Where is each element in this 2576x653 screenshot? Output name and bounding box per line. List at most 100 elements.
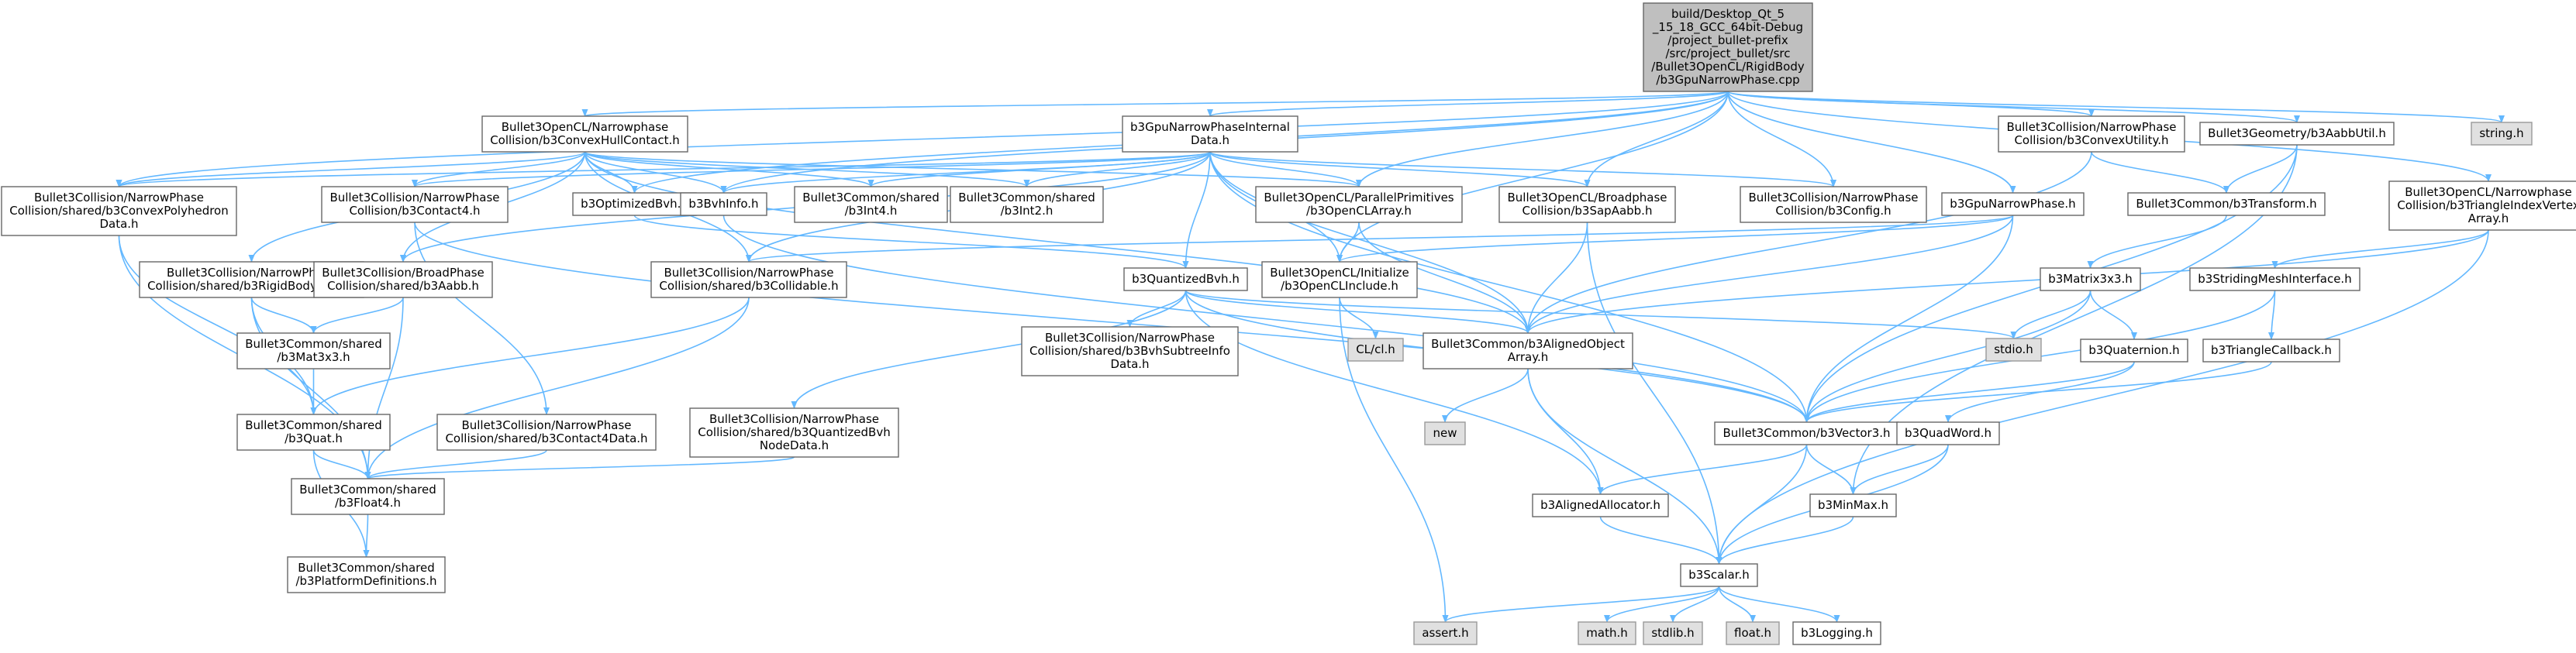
edge-root-to-openclinclude [1336,91,1729,263]
node-label-line: Bullet3Common/shared [802,191,940,204]
header-node-alignedalloc[interactable]: b3AlignedAllocator.h [1532,493,1669,517]
edge-float4-to-platformdefs [363,514,370,558]
node-label-line: Collision/b3Config.h [1775,204,1891,218]
node-label-line: Bullet3Collision/BroadPhase [322,266,484,280]
node-label-line: /b3Mat3x3.h [277,350,350,364]
node-label-line: Bullet3Collision/NarrowPhase [1045,331,1215,345]
header-node-mat3x3[interactable]: Bullet3Common/shared/b3Mat3x3.h [236,332,391,369]
node-label-line: b3GpuNarrowPhase.h [1950,197,2075,211]
node-label-line: /b3Float4.h [335,496,401,510]
header-node-subtree[interactable]: Bullet3Collision/NarrowPhaseCollision/sh… [1021,326,1239,376]
edge-internaldata-to-vector3 [1209,151,1810,423]
header-node-transform[interactable]: Bullet3Common/b3Transform.h [2127,192,2326,216]
node-label-line: Bullet3Collision/NarrowPhase [1748,191,1918,204]
header-node-quat[interactable]: Bullet3Common/shared/b3Quat.h [236,414,391,451]
header-node-quantbvhnode[interactable]: Bullet3Collision/NarrowPhaseCollision/sh… [689,407,899,458]
header-node-aabbutil[interactable]: Bullet3Geometry/b3AabbUtil.h [2199,122,2395,146]
header-node-convexutility[interactable]: Bullet3Collision/NarrowPhaseCollision/b3… [1998,115,2185,153]
node-label-line: b3StridingMeshInterface.h [2198,272,2351,286]
header-node-logging[interactable]: b3Logging.h [1792,621,1881,645]
edge-convexhull-to-openclarray [584,151,1362,187]
edge-minmax-to-scalar [1716,516,1854,565]
edge-quantbvh-to-alignedalloc [1185,290,1604,495]
header-node-stridingmesh[interactable]: b3StridingMeshInterface.h [2189,267,2360,291]
node-label-line: Bullet3Collision/NarrowPhase [34,191,204,204]
node-label-line: NodeData.h [760,438,829,452]
root-file-node: build/Desktop_Qt_5_15_18_GCC_64bit-Debug… [1643,2,1813,92]
node-label-line: b3Quaternion.h [2088,343,2179,357]
edge-vector3-to-scalar [1716,444,1808,565]
edge-convexhull-to-int4 [584,151,874,187]
header-node-gpunarrow[interactable]: b3GpuNarrowPhase.h [1941,192,2085,216]
header-node-openclarray[interactable]: Bullet3OpenCL/ParallelPrimitives/b3OpenC… [1255,186,1463,223]
node-box [1714,421,1899,445]
header-node-minmax[interactable]: b3MinMax.h [1809,493,1897,517]
header-node-scalar[interactable]: b3Scalar.h [1680,563,1758,587]
node-label-line: _15_18_GCC_64bit-Debug [1652,20,1803,35]
edge-gpunarrow-to-vector3 [1803,215,2014,423]
node-box [572,192,697,216]
node-box [481,115,688,153]
node-label-line: Bullet3Common/shared [245,418,382,432]
edge-internaldata-to-int4 [867,151,1211,187]
node-label-line: Bullet3Common/shared [299,483,436,497]
node-label-line: b3Matrix3x3.h [2048,272,2133,286]
header-node-contact4data[interactable]: Bullet3Collision/NarrowPhaseCollision/sh… [436,414,657,451]
system-header-node-asserth: assert.h [1413,621,1478,645]
header-node-config[interactable]: Bullet3Collision/NarrowPhaseCollision/b3… [1740,186,1927,223]
header-node-int2[interactable]: Bullet3Common/shared/b3Int2.h [950,186,1104,223]
header-node-convexhull[interactable]: Bullet3OpenCL/NarrowphaseCollision/b3Con… [481,115,688,153]
edge-quadword-to-minmax [1850,444,1949,495]
node-label-line: Collision/shared/b3Aabb.h [327,279,479,293]
edge-openclarray-to-alignedobject [1358,222,1531,334]
node-box [2127,192,2326,216]
header-node-quadword[interactable]: b3QuadWord.h [1896,421,2000,445]
node-label-line: Bullet3Collision/NarrowPhase [2006,120,2176,134]
edge-root-to-internaldata [1207,91,1729,117]
edge-root-to-convexpoly [116,91,1729,187]
header-node-bvhinfo[interactable]: b3BvhInfo.h [680,192,767,216]
node-label-line: /b3Int4.h [845,204,898,218]
edge-matrix3x3-to-stdio [2010,290,2091,339]
header-node-convexpoly[interactable]: Bullet3Collision/NarrowPhaseCollision/sh… [1,186,237,236]
node-label-line: assert.h [1422,626,1468,640]
edge-quantbvh-to-subtree [1126,290,1187,328]
header-node-sapaabb[interactable]: Bullet3OpenCL/BroadphaseCollision/b3SapA… [1498,186,1676,223]
node-box [1985,338,2042,362]
header-node-contact4[interactable]: Bullet3Collision/NarrowPhaseCollision/b3… [321,186,509,223]
header-node-collidable[interactable]: Bullet3Collision/NarrowPhaseCollision/sh… [650,261,847,298]
edge-stridingmesh-to-trianglecb [2268,290,2276,340]
node-label-line: string.h [2479,126,2523,140]
header-node-openclinclude[interactable]: Bullet3OpenCL/Initialize/b3OpenCLInclude… [1261,261,1418,298]
header-node-float4[interactable]: Bullet3Common/shared/b3Float4.h [291,478,445,515]
header-node-int4[interactable]: Bullet3Common/shared/b3Int4.h [794,186,948,223]
node-box [1643,2,1813,92]
edge-convexpoly-to-quat [118,235,317,415]
node-box [1122,115,1298,153]
edge-scalar-to-mathh [1604,586,1720,623]
header-node-optbvh[interactable]: b3OptimizedBvh.h [572,192,697,216]
edge-root-to-convexhull [582,91,1729,117]
node-box [680,192,767,216]
header-node-quantbvh[interactable]: b3QuantizedBvh.h [1123,267,1248,291]
header-node-trianglecb[interactable]: b3TriangleCallback.h [2202,339,2340,363]
header-node-matrix3x3[interactable]: b3Matrix3x3.h [2040,267,2141,291]
node-label-line: Array.h [2468,211,2509,225]
node-box [2040,267,2141,291]
node-label-line: b3TriangleCallback.h [2211,343,2332,357]
header-node-quaternion[interactable]: b3Quaternion.h [2080,339,2188,363]
node-label-line: Collision/shared/b3BvhSubtreeInfo [1029,344,1230,358]
header-node-aabb[interactable]: Bullet3Collision/BroadPhaseCollision/sha… [313,261,493,298]
header-node-platformdefs[interactable]: Bullet3Common/shared/b3PlatformDefinitio… [287,556,446,593]
node-label-line: /b3GpuNarrowPhase.cpp [1656,73,1799,87]
header-node-trianglevertex[interactable]: Bullet3OpenCL/NarrowphaseCollision/b3Tri… [2388,180,2576,231]
node-box [1726,621,1780,645]
edge-root-to-config [1727,91,1836,187]
header-node-vector3[interactable]: Bullet3Common/b3Vector3.h [1714,421,1899,445]
node-label-line: Collision/shared/b3QuantizedBvh [698,425,890,439]
node-box [1680,563,1758,587]
